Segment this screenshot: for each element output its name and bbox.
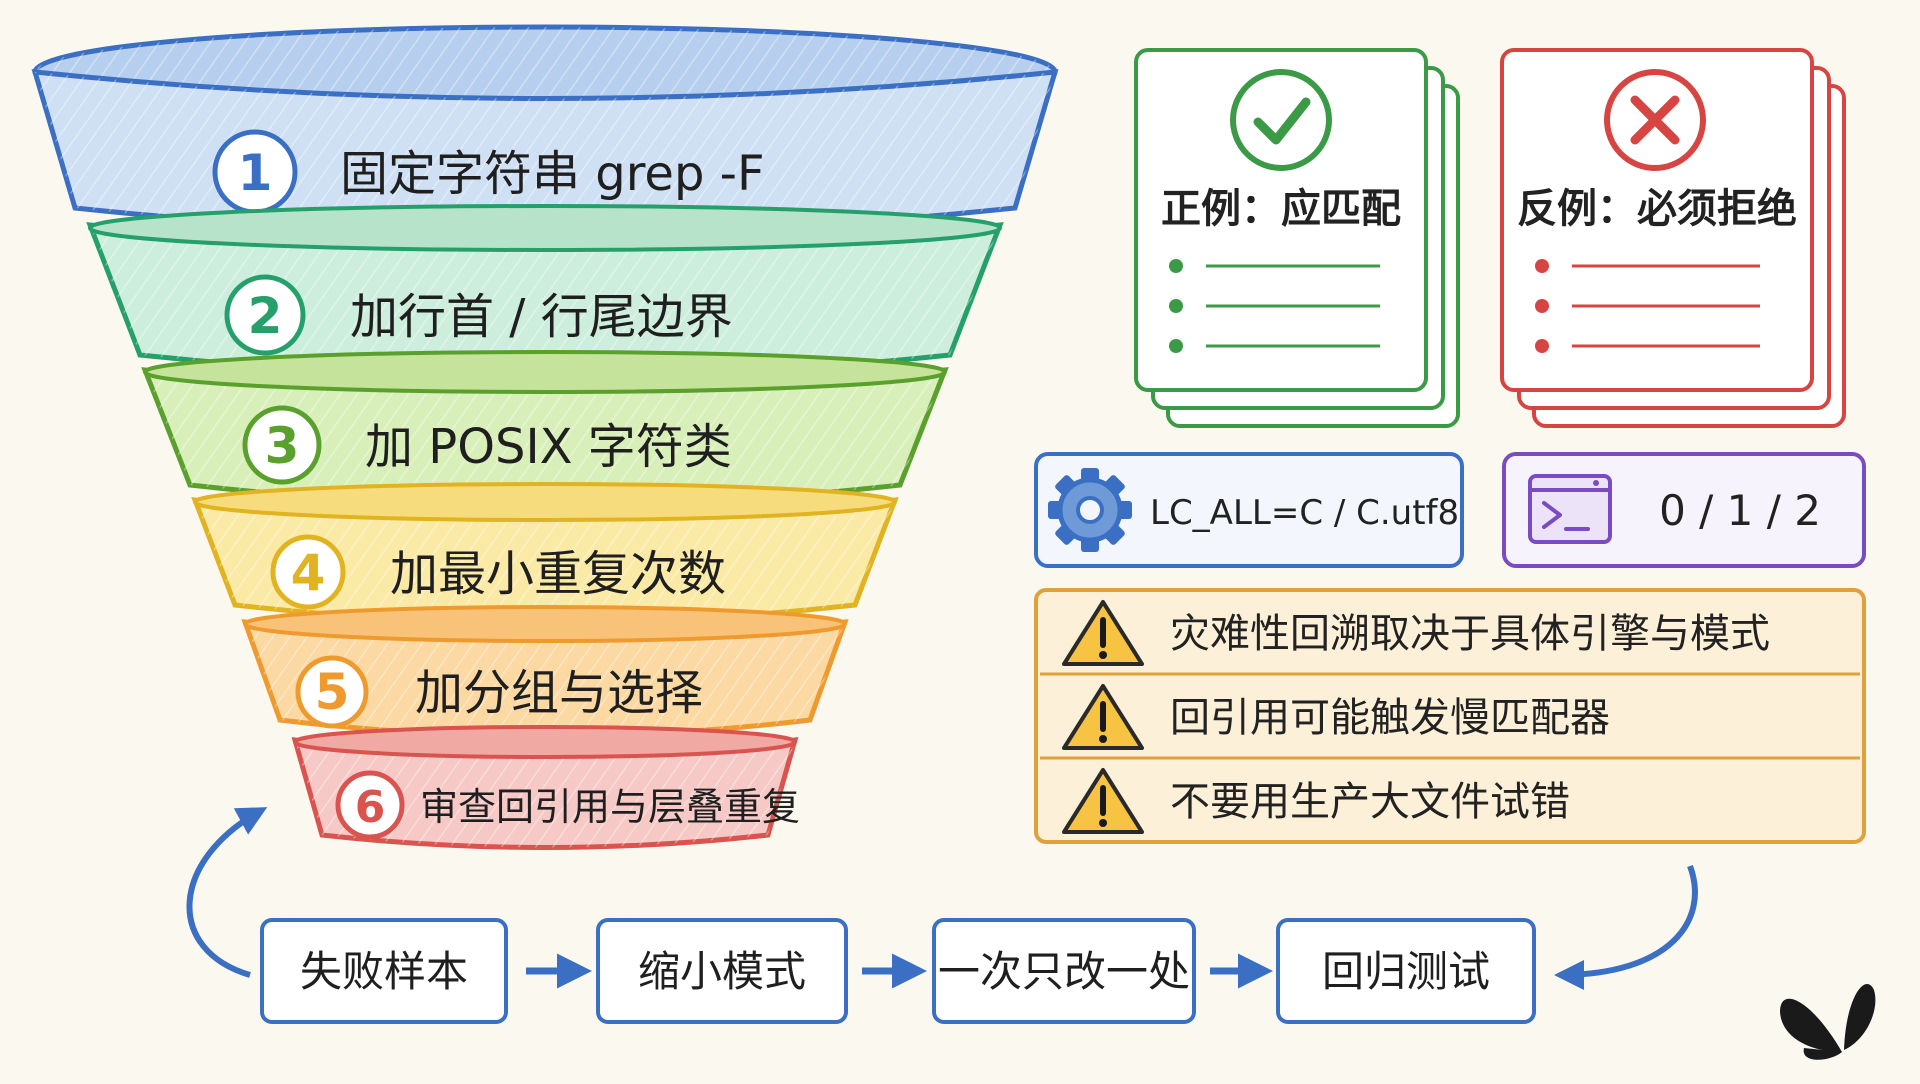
exit-codes: 0 / 1 / 2 [1502,452,1866,568]
warning-row: 回引用可能触发慢匹配器 [1062,684,1610,750]
locale-setting: LC_ALL=C / C.utf8 [1034,452,1464,568]
flow-step-label: 一次只改一处 [938,947,1190,996]
warning-row: 不要用生产大文件试错 [1062,768,1570,834]
return-arrow [1554,864,1698,990]
step-number: 5 [315,663,350,721]
funnel-level-5: 5 加分组与选择 [241,605,849,739]
warning-icon [1062,600,1144,666]
funnel-level-6: 6 审查回引用与层叠重复 [291,725,800,850]
warning-row: 灾难性回溯取决于具体引擎与模式 [1062,600,1770,666]
butterfly-logo [1780,983,1876,1060]
step-label: 加行首 / 行尾边界 [350,289,733,345]
exit-codes-text: 0 / 1 / 2 [1659,486,1821,535]
funnel-level-3: 3 加 POSIX 字符类 [141,350,949,508]
flow-step-label: 缩小模式 [638,947,806,996]
step-number: 4 [291,544,326,602]
flow-step-2: 缩小模式 [596,918,848,1024]
warnings-panel: 灾难性回溯取决于具体引擎与模式 回引用可能触发慢匹配器 不要用生产大文件试错 [1034,588,1866,844]
step-number-badge [224,274,306,356]
step-label: 审查回引用与层叠重复 [420,785,800,829]
warning-text: 不要用生产大文件试错 [1170,779,1570,825]
flow-step-label: 回归测试 [1322,947,1490,996]
warning-text: 回引用可能触发慢匹配器 [1170,695,1610,741]
step-label: 加 POSIX 字符类 [365,419,732,475]
step-number: 1 [238,144,273,202]
step-number-badge [242,405,322,485]
step-number-badge [270,534,346,610]
step-label: 加分组与选择 [415,665,703,721]
negative-examples-card: 反例：必须拒绝 [1500,48,1846,428]
step-label: 固定字符串 grep -F [340,146,765,202]
step-number-badge [335,770,405,840]
flow-step-label: 失败样本 [300,947,468,996]
warning-text: 灾难性回溯取决于具体引擎与模式 [1170,611,1770,657]
step-number: 3 [265,417,300,475]
card-title: 反例：必须拒绝 [1517,186,1797,232]
cross-icon [1604,69,1706,171]
warning-icon [1062,684,1144,750]
locale-text: LC_ALL=C / C.utf8 [1150,493,1459,533]
flow-step-1: 失败样本 [260,918,508,1024]
check-icon [1230,69,1332,171]
step-number: 2 [248,287,283,345]
flow-step-3: 一次只改一处 [932,918,1196,1024]
step-number-badge [295,655,369,729]
terminal-icon [1528,474,1612,544]
positive-list-lines [1169,259,1380,353]
funnel-level-2: 2 加行首 / 行尾边界 [86,204,1004,379]
step-label: 加最小重复次数 [390,546,726,602]
funnel-level-4: 4 加最小重复次数 [191,482,899,625]
warning-icon [1062,768,1144,834]
funnel-level-1: 1 固定字符串 grep -F [31,69,1059,236]
funnel: 1 固定字符串 grep -F 2 加行首 / 行尾边界 3 加 POSIX 字… [31,24,1059,850]
loop-arrow [186,807,268,978]
step-number: 6 [355,782,386,833]
flow-step-4: 回归测试 [1276,918,1536,1024]
gear-icon [1048,468,1132,552]
iteration-flow: 失败样本 缩小模式 一次只改一处 回归测试 [186,807,1698,1024]
negative-list-lines [1535,259,1760,353]
card-title: 正例：应匹配 [1161,186,1401,232]
positive-examples-card: 正例：应匹配 [1134,48,1460,428]
